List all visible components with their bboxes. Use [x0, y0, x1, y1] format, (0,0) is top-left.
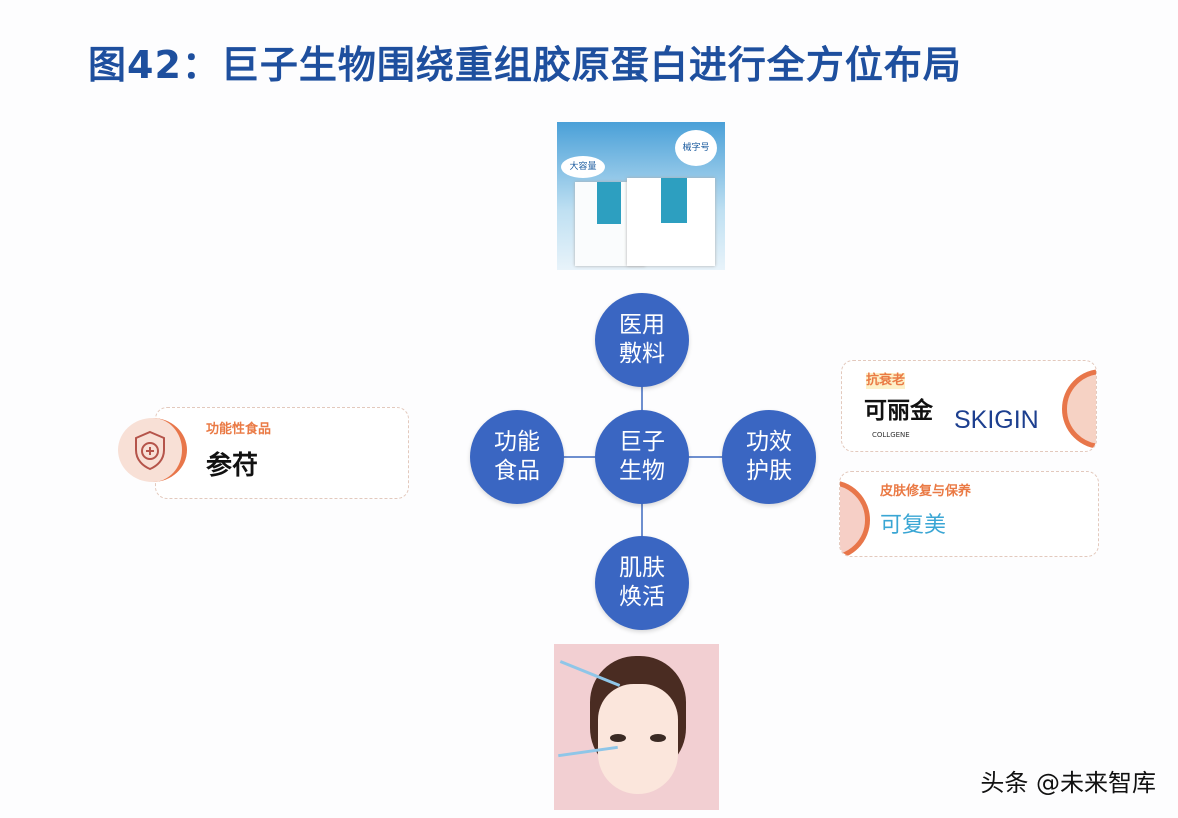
node-label: 生物	[619, 458, 665, 484]
skin-texture-icon	[840, 480, 870, 556]
node-skincare: 功效护肤	[722, 410, 816, 504]
card-anti-aging: 抗衰老 可丽金 COLLGENE SKIGIN	[841, 360, 1097, 452]
product-badge: 大容量	[561, 156, 605, 178]
node-functional-food: 功能食品	[470, 410, 564, 504]
node-medical-dressing: 医用敷料	[595, 293, 689, 387]
card-functional-food: 功能性食品 参苻	[155, 407, 409, 499]
brand-name-cn: 可丽金	[864, 398, 933, 424]
skin-texture-icon	[1062, 369, 1096, 449]
brand-name: 可复美	[880, 513, 947, 538]
node-label: 敷料	[619, 341, 665, 367]
node-label: 医用	[619, 312, 665, 338]
node-center-company: 巨子生物	[595, 410, 689, 504]
product-badge: 械字号	[675, 130, 717, 166]
product-image-dressing: 大容量 械字号	[557, 122, 725, 270]
brand-name: 参苻	[206, 451, 259, 481]
brand-name-sub: COLLGENE	[872, 431, 910, 439]
node-label: 食品	[494, 458, 540, 484]
product-box	[627, 178, 715, 266]
card-skin-repair: 皮肤修复与保养 可复美	[839, 471, 1099, 557]
shield-icon	[118, 418, 187, 482]
node-label: 护肤	[746, 458, 792, 484]
card-tag: 抗衰老	[866, 373, 906, 389]
face-illustration	[554, 644, 719, 810]
node-label: 肌肤	[619, 555, 665, 581]
node-label: 焕活	[619, 584, 665, 610]
node-skin-rejuvenation: 肌肤焕活	[595, 536, 689, 630]
node-label: 功效	[746, 429, 792, 455]
page-title: 图42：巨子生物围绕重组胶原蛋白进行全方位布局	[88, 43, 962, 87]
node-label: 巨子	[619, 429, 665, 455]
node-label: 功能	[494, 429, 540, 455]
brand-name-en: SKIGIN	[954, 406, 1039, 434]
card-tag: 皮肤修复与保养	[880, 484, 972, 499]
card-tag: 功能性食品	[206, 422, 272, 437]
watermark: 头条 @未来智库	[980, 769, 1156, 797]
